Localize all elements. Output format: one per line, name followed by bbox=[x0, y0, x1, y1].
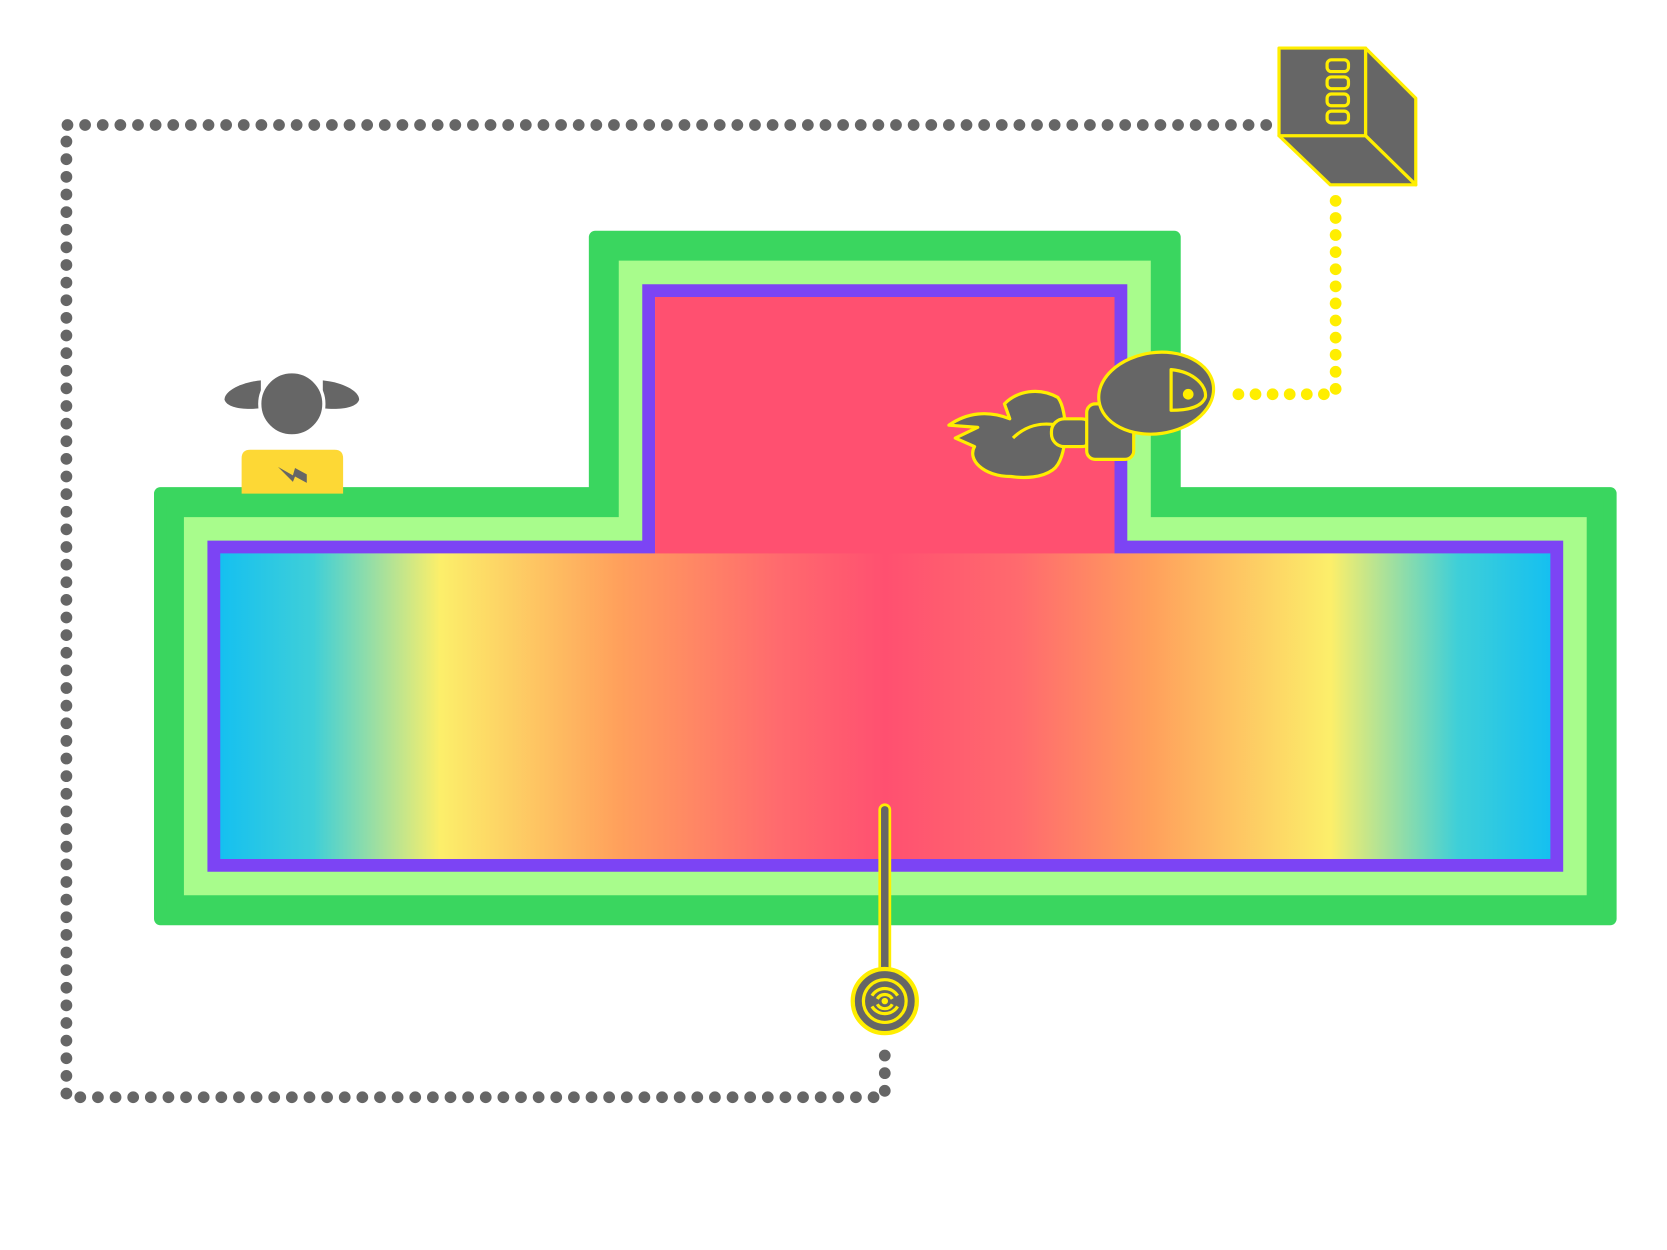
yellow-dotted-connector bbox=[1217, 194, 1342, 401]
thermal-zone bbox=[154, 230, 1617, 926]
lightning-badge-icon bbox=[241, 449, 344, 494]
gray-dotted-connector bbox=[60, 119, 1273, 1104]
heater-blower-icon[interactable] bbox=[947, 345, 1219, 480]
temperature-sensor-icon[interactable] bbox=[850, 803, 919, 1036]
controller-cube-icon[interactable] bbox=[1277, 46, 1418, 187]
heat-gradient-area bbox=[220, 297, 1551, 859]
user-icon[interactable] bbox=[224, 370, 360, 438]
